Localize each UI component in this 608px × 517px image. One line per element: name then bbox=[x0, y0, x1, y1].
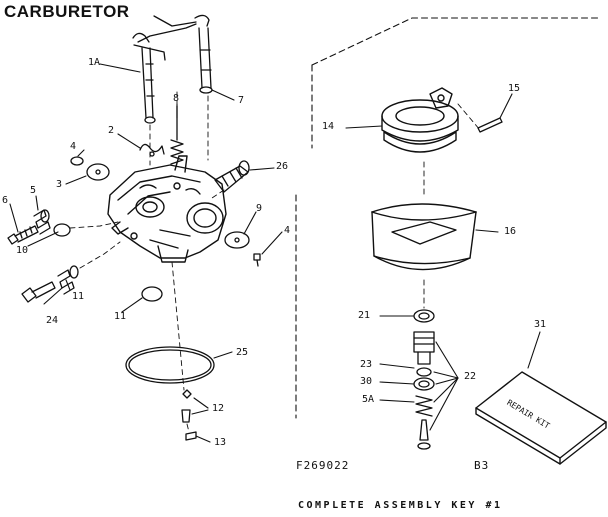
needle-spring bbox=[57, 265, 79, 295]
callout-10: 10 bbox=[16, 245, 29, 256]
callout-12: 12 bbox=[212, 403, 225, 414]
callout-22: 22 bbox=[464, 371, 477, 382]
float-pin bbox=[477, 117, 503, 133]
screw-part-4 bbox=[253, 253, 261, 267]
spring-part-5 bbox=[33, 209, 51, 235]
page-code: B3 bbox=[474, 459, 490, 472]
fuel-inlet bbox=[214, 160, 250, 193]
carburetor-body bbox=[107, 155, 227, 263]
right-alignment-lines bbox=[423, 103, 481, 309]
welch-plug-part-11 bbox=[141, 286, 163, 302]
callout-15: 15 bbox=[508, 83, 521, 94]
welch-plug bbox=[53, 223, 71, 237]
main-adjusting-needle bbox=[21, 281, 56, 303]
callout-4-top: 4 bbox=[70, 141, 77, 152]
callout-9: 9 bbox=[256, 203, 263, 214]
inlet-needle-seat bbox=[181, 389, 192, 423]
callout-3: 3 bbox=[56, 179, 63, 190]
callout-21: 21 bbox=[358, 310, 371, 321]
throttle-plate bbox=[86, 163, 110, 181]
callout-30: 30 bbox=[360, 376, 373, 387]
choke-plate bbox=[224, 231, 250, 249]
nut-part-4 bbox=[70, 156, 84, 166]
right-group-dashed-frame bbox=[295, 17, 599, 419]
callout-26: 26 bbox=[276, 161, 289, 172]
callout-23: 23 bbox=[360, 359, 373, 370]
callout-16: 16 bbox=[504, 226, 517, 237]
choke-shaft-lever bbox=[132, 23, 197, 124]
callout-13: 13 bbox=[214, 437, 227, 448]
float bbox=[371, 203, 477, 271]
gasket-part-21 bbox=[413, 309, 435, 323]
diagram-title: CARBURETOR bbox=[4, 2, 130, 21]
callout-25: 25 bbox=[236, 347, 249, 358]
callout-11: 11 bbox=[114, 311, 127, 322]
bowl-nut bbox=[413, 331, 435, 450]
callout-2: 2 bbox=[108, 125, 115, 136]
callout-4-right: 4 bbox=[284, 225, 291, 236]
callout-31: 31 bbox=[534, 319, 547, 330]
callout-8: 8 bbox=[173, 93, 180, 104]
bowl-gasket bbox=[125, 346, 215, 384]
repair-kit-box bbox=[475, 371, 607, 465]
callout-1a: 1A bbox=[88, 57, 101, 68]
callout-24: 24 bbox=[46, 315, 59, 326]
callout-11-left: 11 bbox=[72, 291, 85, 302]
leader-lines bbox=[9, 63, 541, 443]
footer-note: COMPLETE ASSEMBLY KEY #1 bbox=[298, 500, 503, 511]
callout-7: 7 bbox=[238, 95, 245, 106]
callout-14: 14 bbox=[322, 121, 335, 132]
callout-5a: 5A bbox=[362, 394, 375, 405]
idle-adjusting-screw bbox=[7, 225, 39, 245]
spring-clip bbox=[139, 143, 165, 157]
diagram-code: F269022 bbox=[296, 459, 350, 472]
float-bowl-ring bbox=[381, 87, 459, 153]
clip-part-13 bbox=[185, 431, 197, 441]
callout-5: 5 bbox=[30, 185, 37, 196]
throttle-shaft bbox=[153, 14, 213, 94]
callout-6: 6 bbox=[2, 195, 9, 206]
